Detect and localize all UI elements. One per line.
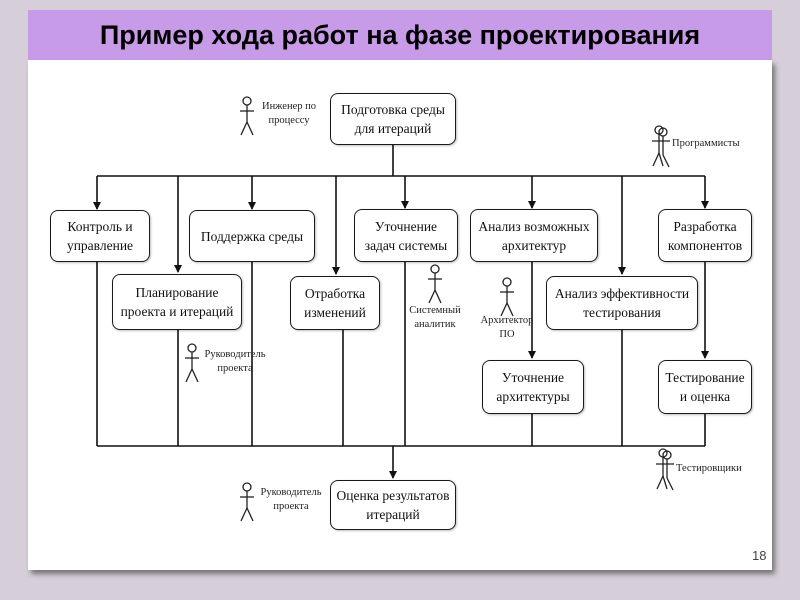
box-testing-efficiency: Анализ эффективности тестирования [546,276,698,330]
role-system-analyst: Системный аналитик [409,305,461,330]
system-analyst-actor-icon [428,264,442,304]
box-testing-evaluation: Тестирование и оценка [658,360,752,414]
title-bar: Пример хода работ на фазе проектирования [28,10,772,60]
role-architect: Архитектор ПО [480,315,534,340]
role-project-manager-bottom: Руководитель проекта [260,487,322,512]
project-manager-bottom-actor-icon [240,482,254,522]
box-iteration-results: Оценка результатов итераций [330,480,456,530]
box-architecture-refine: Уточнение архитектуры [482,360,584,414]
testers-actor-icon [656,448,674,491]
programmers-actor-icon [652,125,670,168]
box-project-planning: Планирование проекта и итераций [112,274,242,330]
box-environment-support: Поддержка среды [189,210,315,262]
box-component-development: Разработка компонентов [658,209,752,262]
box-environment-prep: Подготовка среды для итераций [330,93,456,145]
box-control-management: Контроль и управление [50,210,150,262]
box-system-tasks-refine: Уточнение задач системы [354,209,458,262]
project-manager-actor-icon [185,343,199,383]
slide-title: Пример хода работ на фазе проектирования [99,19,701,50]
role-project-manager-top: Руководитель проекта [204,349,266,374]
page-number: 18 [752,548,767,563]
role-programmers: Программисты [672,138,740,149]
box-architecture-analysis: Анализ возможных архитектур [470,209,598,262]
box-change-handling: Отработка изменений [290,276,380,330]
process-engineer-actor-icon [240,96,254,136]
role-process-engineer: Инженер по процессу [261,101,316,126]
role-testers: Тестировщики [676,463,742,474]
architect-actor-icon [500,277,514,317]
